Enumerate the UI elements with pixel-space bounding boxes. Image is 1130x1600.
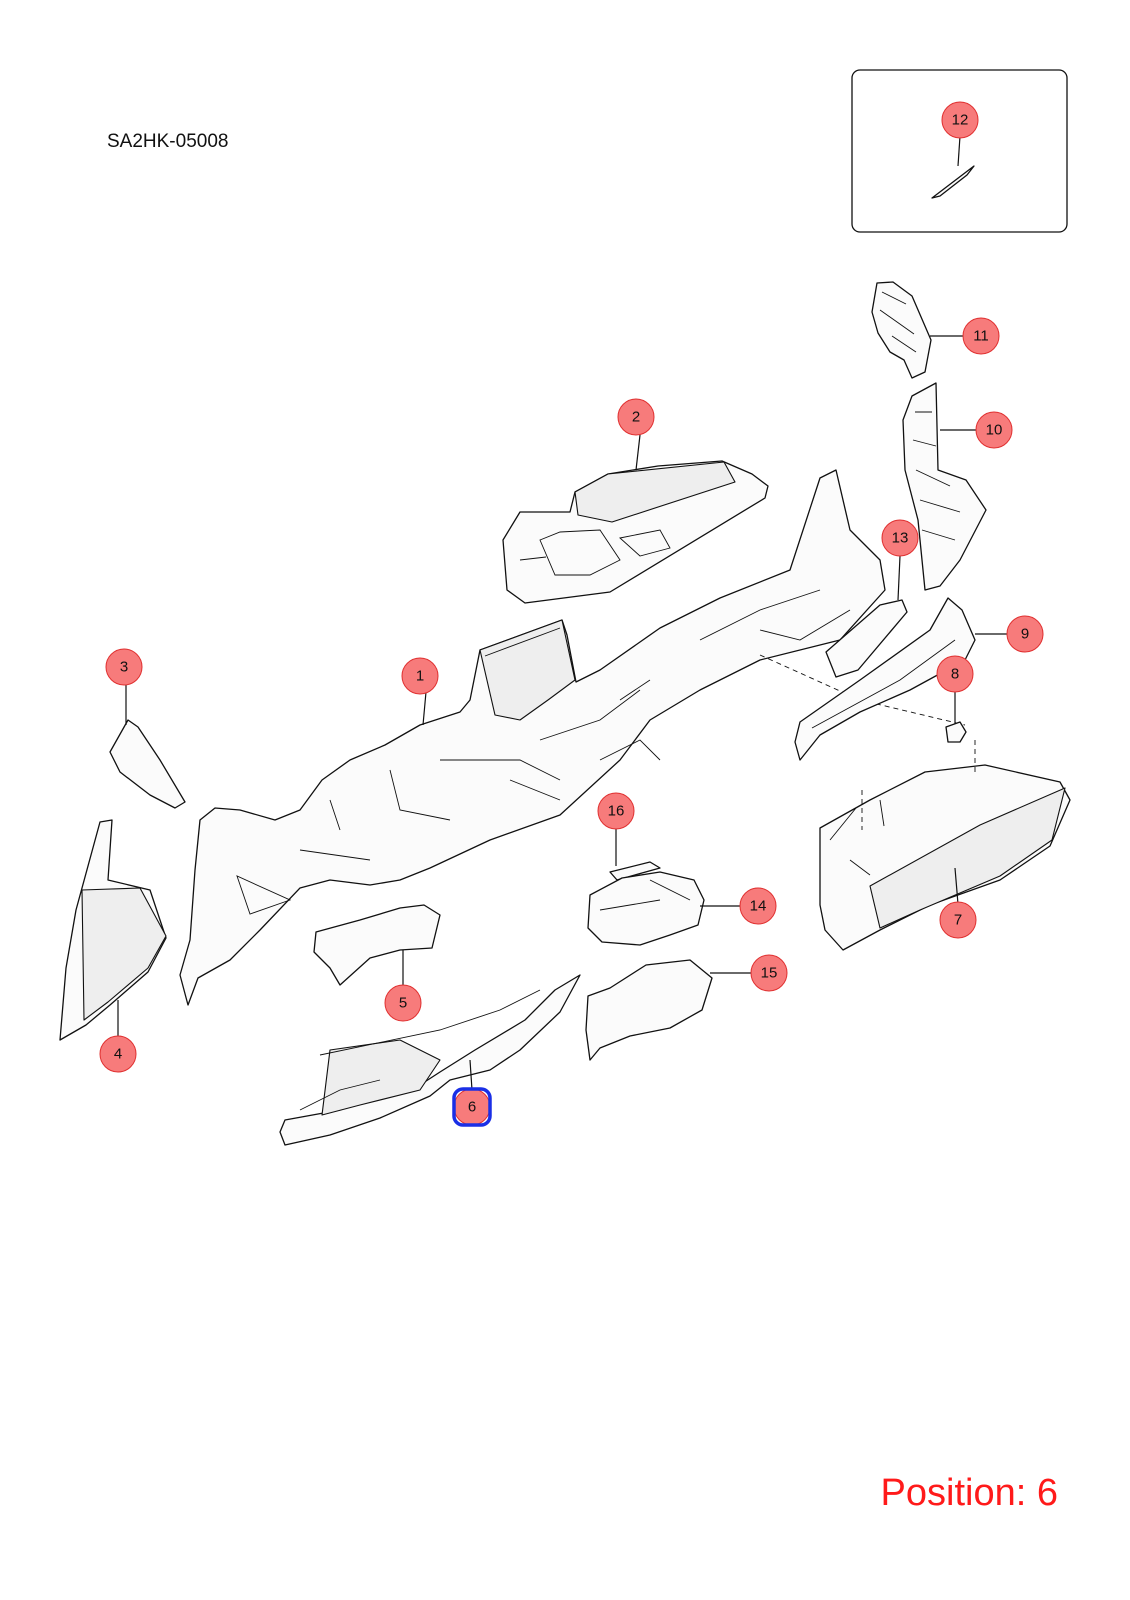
part-11-side-bracket [871,281,932,379]
position-label: Position: 6 [880,1472,1058,1514]
callout-13[interactable]: 13 [881,519,919,557]
callout-6[interactable]: 6 [453,1088,491,1126]
part-1-dashboard-carrier [179,469,886,1006]
part-13-bracket [825,599,908,678]
part-3-end-cap [109,719,186,809]
part-5-knee-bolster [313,904,441,986]
callout-10[interactable]: 10 [975,411,1013,449]
callout-7[interactable]: 7 [939,901,977,939]
part-15-shroud-lower [585,959,713,1061]
selection-highlight [452,1087,492,1127]
callout-16[interactable]: 16 [597,792,635,830]
callout-15[interactable]: 15 [750,954,788,992]
part-10-end-trim [902,382,987,591]
callout-4[interactable]: 4 [99,1035,137,1073]
callout-11[interactable]: 11 [962,317,1000,355]
callout-3[interactable]: 3 [105,648,143,686]
part-8-clip [945,721,967,743]
part-14-shroud-upper [587,871,705,946]
part-16-strip [609,861,661,881]
callout-14[interactable]: 14 [739,887,777,925]
callout-5[interactable]: 5 [384,984,422,1022]
callout-12[interactable]: 12 [941,101,979,139]
callout-1[interactable]: 1 [401,657,439,695]
callout-8[interactable]: 8 [936,655,974,693]
callout-2[interactable]: 2 [617,398,655,436]
part-12-clip [931,165,975,199]
callout-9[interactable]: 9 [1006,615,1044,653]
diagram-code: SA2HK-05008 [107,131,229,152]
